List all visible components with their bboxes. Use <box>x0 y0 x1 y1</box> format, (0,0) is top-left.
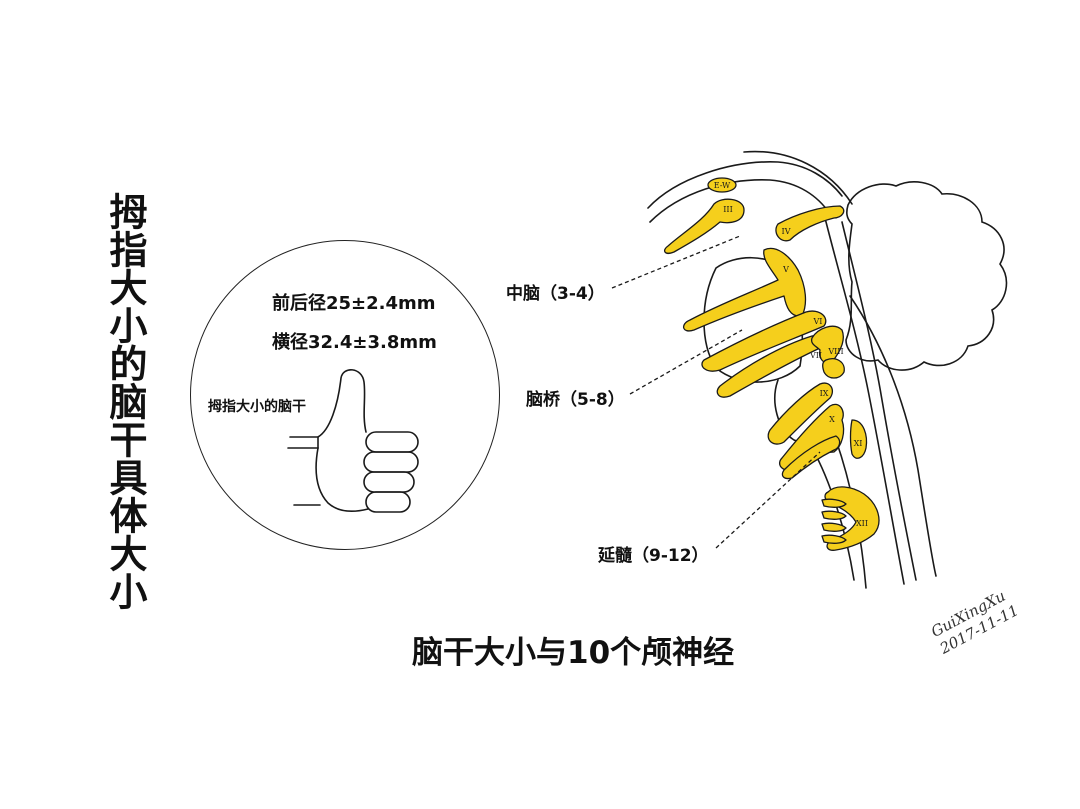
mark-viii: VIII <box>827 347 843 356</box>
nerve-viii-b <box>822 358 845 379</box>
label-pons: 脑桥（5-8） <box>526 390 625 410</box>
dorsal-line-2 <box>841 221 917 581</box>
measure-transverse: 横径32.4±3.8mm <box>272 332 437 353</box>
brain-outer-curve-1 <box>647 161 843 209</box>
mark-v: V <box>782 265 789 274</box>
mark-ew: E-W <box>714 181 731 190</box>
brain-outer-curve-3 <box>743 150 853 205</box>
thumbs-up-icon <box>287 369 419 513</box>
mark-vii: VII <box>809 351 822 360</box>
nerve-ix <box>767 382 834 445</box>
mark-xi: XI <box>854 439 863 448</box>
mark-x: X <box>829 415 835 424</box>
mark-ix: IX <box>820 389 829 398</box>
measure-ap: 前后径25±2.4mm <box>272 293 436 314</box>
caption: 脑干大小与10个颅神经 <box>412 635 735 671</box>
nerve-xii-rootlets <box>821 498 847 544</box>
nerve-v <box>683 247 807 332</box>
leader-medulla <box>715 451 821 549</box>
mark-xii: XII <box>856 519 868 528</box>
mark-vi: VI <box>813 317 823 326</box>
cerebellum-outline <box>845 181 1008 371</box>
label-midbrain: 中脑（3-4） <box>506 284 605 304</box>
nerve-iv <box>775 205 845 242</box>
ew-nucleus <box>707 177 737 193</box>
nerve-vi <box>701 310 827 372</box>
leader-midbrain <box>611 235 741 289</box>
mark-iii: III <box>723 205 732 214</box>
label-medulla: 延髓（9-12） <box>598 546 709 566</box>
thumb-label: 拇指大小的脑干 <box>208 399 306 415</box>
nerve-x-b <box>781 435 841 480</box>
vertical-title: 拇指大小的脑干具体大小 <box>103 192 147 610</box>
nerve-iii <box>663 198 745 254</box>
brain-outer-curve-2 <box>649 179 831 223</box>
leader-pons <box>629 329 743 395</box>
thumb-circle <box>190 240 500 550</box>
nerve-xi <box>849 419 868 459</box>
dorsal-line-1 <box>823 213 905 585</box>
dorsal-line-3 <box>849 295 937 577</box>
mark-iv: IV <box>782 227 791 236</box>
